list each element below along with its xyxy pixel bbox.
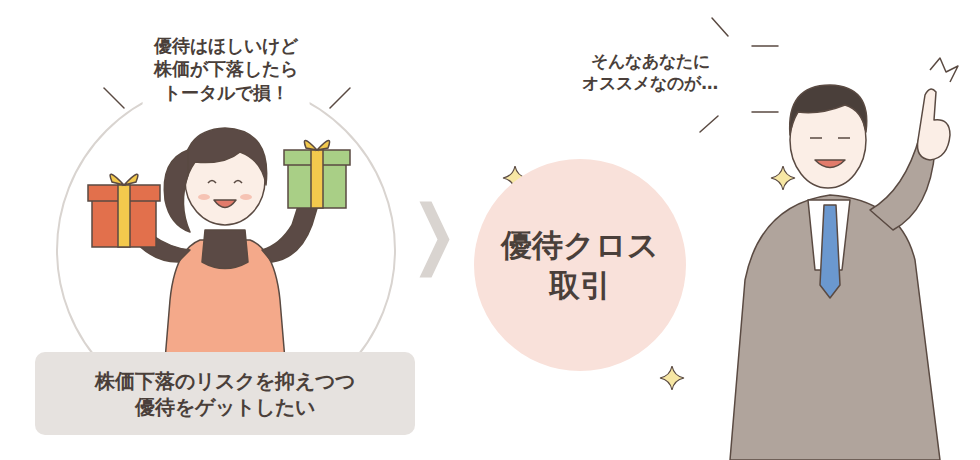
man-figure-part [820, 205, 840, 298]
gift-green [284, 140, 350, 208]
woman-figure-part [202, 230, 248, 269]
node-text: 優待はほしいけど 株価が下落したら トータルで損！ [143, 32, 310, 106]
man-figure-part [730, 195, 940, 460]
speech-marks-part [104, 88, 124, 108]
man-figure-part [810, 137, 850, 139]
circle-shape [474, 159, 686, 371]
man-figure-part [930, 58, 958, 82]
gift-red [88, 174, 160, 247]
gift-green-part [311, 150, 323, 208]
gift-red-part [110, 174, 138, 185]
woman-figure-part [262, 200, 318, 262]
chevron-arrow [420, 202, 450, 278]
node-text: 優待クロス 取引 [496, 225, 663, 306]
circle-fill [473, 158, 687, 372]
speech-marks-part [700, 116, 718, 132]
woman-figure-part [198, 194, 210, 200]
man-figure-part [790, 85, 867, 135]
speech-marks-part [752, 45, 778, 47]
speech-text: そんなあなたに オススメなのが… [572, 50, 728, 94]
woman-figure-part [208, 181, 216, 184]
speech-marks-part [330, 88, 350, 108]
sparkles-part [771, 166, 795, 190]
woman-figure-part [164, 150, 190, 232]
answer-circle: 優待クロス 取引 [473, 158, 687, 372]
wish-box: 株価下落のリスクを抑えつつ 優待をゲットしたい [35, 352, 415, 435]
node-text: 株価下落のリスクを抑えつつ 優待をゲットしたい [89, 368, 361, 420]
woman-figure-part [240, 194, 252, 200]
man-figure-part [918, 89, 951, 160]
woman-figure-part [234, 181, 242, 184]
woman-figure-part [184, 128, 267, 185]
sparkles-part [660, 366, 684, 390]
man-figure [730, 58, 958, 460]
gift-green-part [304, 140, 329, 150]
man-figure-part [815, 160, 845, 168]
speech-marks-part [752, 111, 778, 113]
woman-figure-part [214, 200, 236, 208]
speech-marks [104, 18, 778, 132]
gift-red-part [118, 185, 130, 247]
speech-marks-part [712, 18, 728, 36]
